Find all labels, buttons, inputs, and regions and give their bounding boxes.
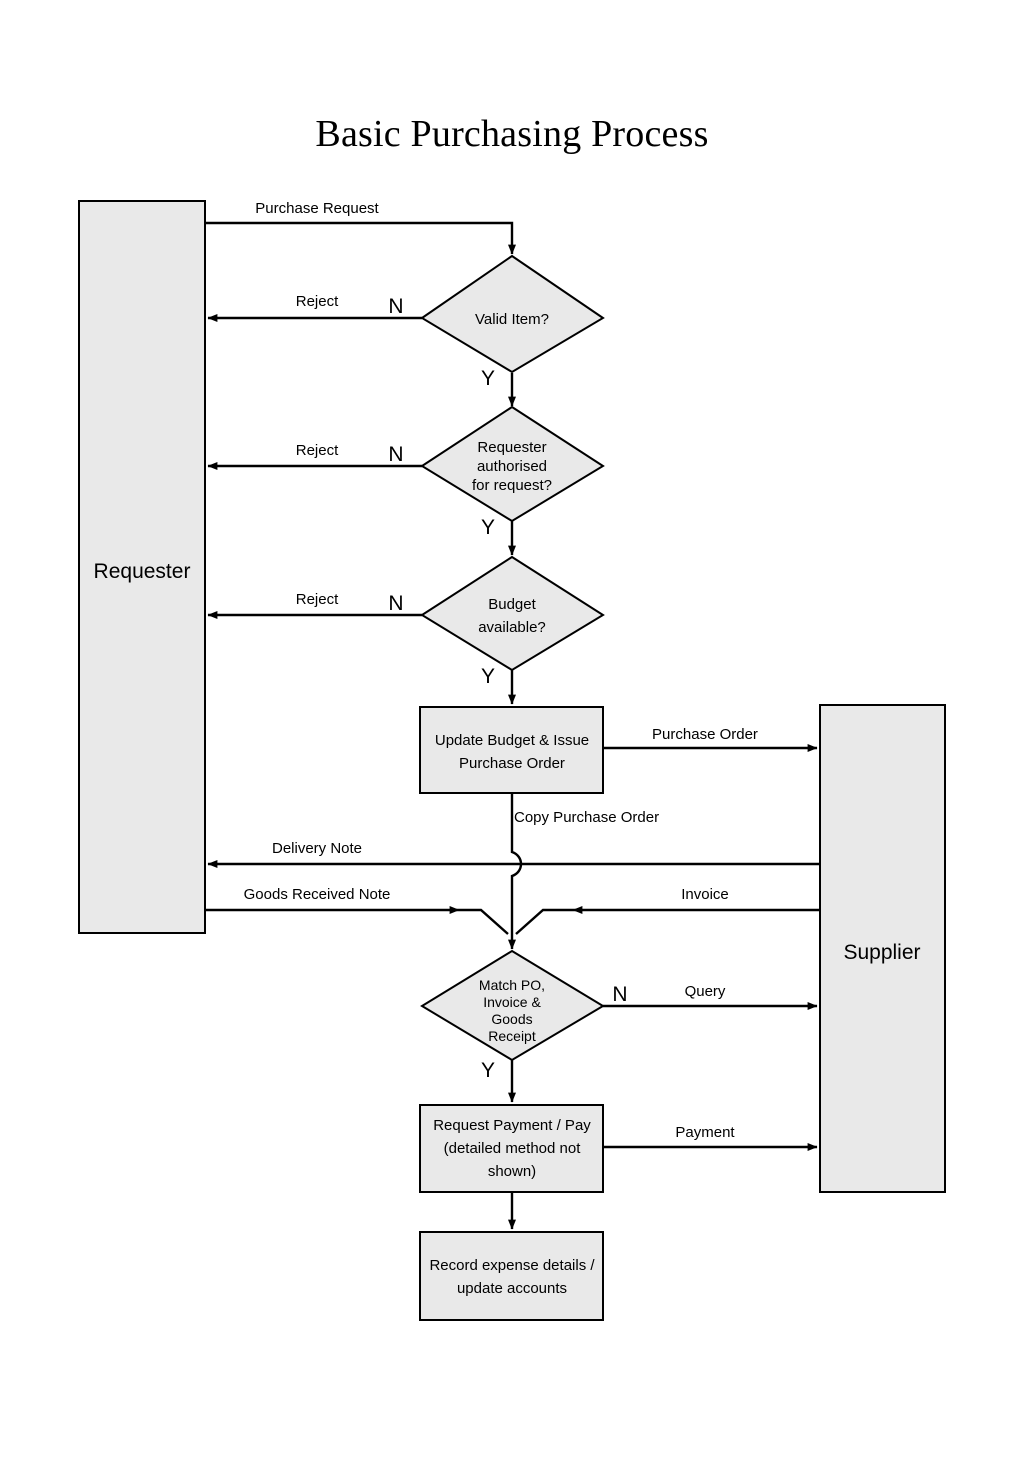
branch-label-y-authorised: Y — [481, 516, 495, 539]
edge-label-purchase-request: Purchase Request — [255, 200, 379, 217]
node-requester-authorised[interactable]: Requester authorised for request? — [420, 405, 605, 523]
node-request-payment-line3: shown) — [488, 1163, 536, 1180]
node-record-expense-line2: update accounts — [457, 1280, 567, 1297]
node-budget-available-shape — [420, 555, 605, 672]
branch-label-n-authorised: N — [388, 443, 403, 466]
node-request-payment[interactable]: Request Payment / Pay (detailed method n… — [419, 1104, 604, 1193]
edge-label-purchase-order: Purchase Order — [652, 726, 758, 743]
edge-label-reject-budget: Reject — [296, 591, 339, 608]
node-requester-authorised-shape — [420, 405, 605, 523]
edge-label-goods-received-note: Goods Received Note — [244, 886, 391, 903]
node-valid-item-shape — [420, 254, 605, 374]
branch-label-n-budget: N — [388, 592, 403, 615]
node-match-po-line4: Receipt — [488, 1028, 536, 1044]
edge-label-reject-valid-item: Reject — [296, 293, 339, 310]
node-record-expense-line1: Record expense details / — [429, 1257, 595, 1274]
edge-label-invoice: Invoice — [681, 886, 729, 903]
node-budget-available-line2: available? — [478, 619, 546, 636]
edge-purchase-request — [205, 221, 516, 255]
node-request-payment-shape — [419, 1104, 604, 1193]
branch-label-y-budget: Y — [481, 665, 495, 688]
lane-requester[interactable]: Requester — [78, 200, 206, 934]
edge-label-copy-purchase-order: Copy Purchase Order — [514, 809, 659, 826]
lane-supplier[interactable]: Supplier — [819, 704, 946, 1193]
lane-supplier-label: Supplier — [843, 941, 920, 964]
branch-label-y-match: Y — [481, 1059, 495, 1082]
node-budget-available[interactable]: Budget available? — [420, 555, 605, 672]
branch-label-n-match: N — [612, 983, 627, 1006]
branch-label-y-valid-item: Y — [481, 367, 495, 390]
node-match-po-line1: Match PO, — [479, 977, 545, 993]
node-request-payment-line1: Request Payment / Pay — [433, 1117, 591, 1134]
edge-goods-received-note-elbow — [459, 908, 509, 935]
lane-requester-box — [78, 200, 206, 934]
edge-label-delivery-note: Delivery Note — [272, 840, 362, 857]
node-update-budget-line2: Purchase Order — [459, 755, 565, 772]
edge-label-query: Query — [685, 983, 726, 1000]
lane-requester-label: Requester — [94, 560, 191, 583]
node-requester-authorised-line2: authorised — [477, 458, 547, 475]
node-requester-authorised-line1: Requester — [477, 439, 546, 456]
edge-invoice-elbow — [515, 908, 573, 935]
node-record-expense-shape — [419, 1231, 604, 1321]
lane-supplier-box — [819, 704, 946, 1193]
edge-copy-purchase-order — [510, 793, 523, 928]
node-update-budget-line1: Update Budget & Issue — [435, 732, 589, 749]
edge-label-payment: Payment — [675, 1124, 735, 1141]
node-valid-item[interactable]: Valid Item? — [420, 254, 605, 374]
node-valid-item-label: Valid Item? — [475, 311, 549, 328]
node-request-payment-line2: (detailed method not — [444, 1140, 582, 1157]
node-requester-authorised-line3: for request? — [472, 477, 552, 494]
page-title: Basic Purchasing Process — [315, 113, 709, 155]
branch-label-n-valid-item: N — [388, 295, 403, 318]
node-update-budget[interactable]: Update Budget & Issue Purchase Order — [419, 706, 604, 794]
node-match-po-shape — [420, 949, 605, 1062]
node-match-po[interactable]: Match PO, Invoice & Goods Receipt — [420, 949, 605, 1062]
node-match-po-line2: Invoice & — [483, 994, 541, 1010]
node-record-expense[interactable]: Record expense details / update accounts — [419, 1231, 604, 1321]
node-update-budget-shape — [419, 706, 604, 794]
edge-label-reject-authorised: Reject — [296, 442, 339, 459]
node-budget-available-line1: Budget — [488, 596, 536, 613]
node-match-po-line3: Goods — [491, 1011, 532, 1027]
